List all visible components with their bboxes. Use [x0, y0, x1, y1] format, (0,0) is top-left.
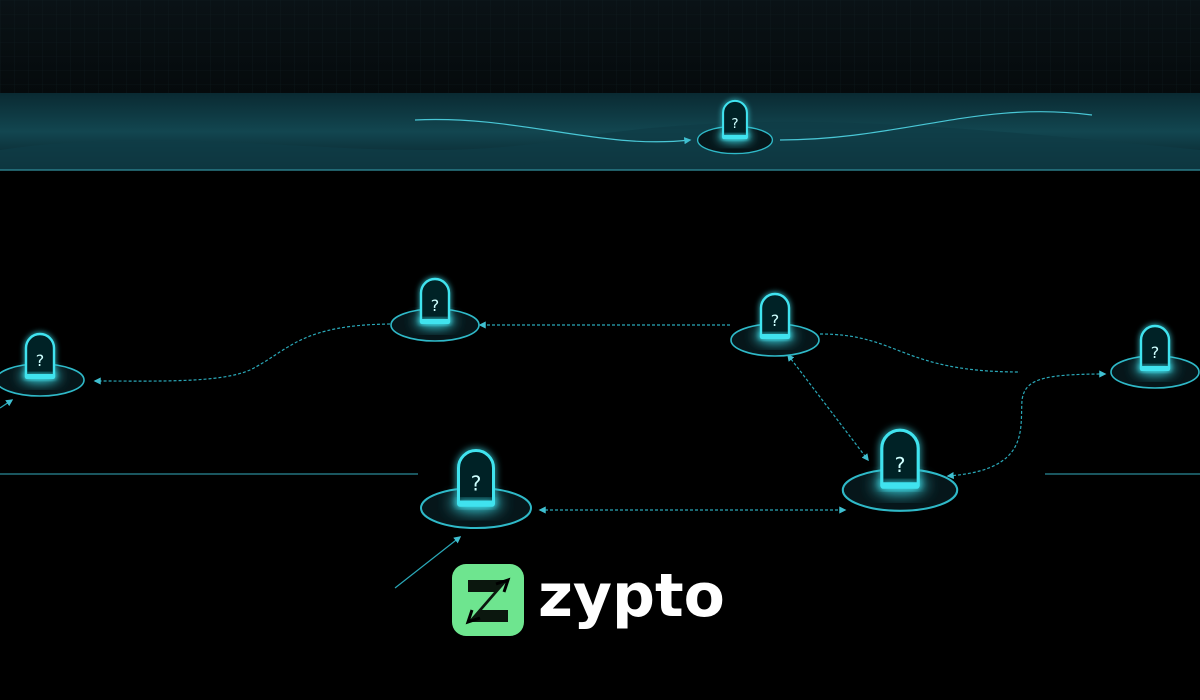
dome-question-node-icon: ? [730, 292, 820, 357]
link-node2-to-node1 [93, 323, 396, 385]
question-mark-glyph: ? [471, 472, 482, 496]
link-node3-to-right [819, 333, 1021, 373]
question-mark-glyph: ? [36, 351, 45, 370]
link-node3-to-node5 [787, 353, 869, 462]
question-mark-glyph: ? [431, 296, 440, 315]
band-link-right [779, 111, 1093, 141]
link-right-to-node6 [946, 370, 1107, 480]
dome-question-node-icon: ? [390, 277, 480, 342]
link-incoming-node1 [0, 399, 14, 409]
question-mark-glyph: ? [771, 311, 780, 330]
sky-grid [0, 0, 1200, 95]
question-mark-glyph: ? [894, 453, 905, 477]
dome-question-node-icon: ? [696, 99, 774, 155]
link-incoming-node4 [394, 536, 462, 589]
brand-wordmark: zypto [538, 561, 725, 631]
dome-question-node-icon: ? [420, 449, 532, 529]
band-wave [0, 121, 1200, 170]
question-mark-glyph: ? [1151, 343, 1160, 362]
dome-question-node-icon: ? [1110, 324, 1200, 389]
dome-question-node-icon: ? [841, 428, 959, 512]
zypto-logo-icon [452, 564, 524, 636]
band-link-left [414, 118, 692, 145]
question-mark-glyph: ? [731, 116, 738, 132]
dome-question-node-icon: ? [0, 332, 85, 397]
